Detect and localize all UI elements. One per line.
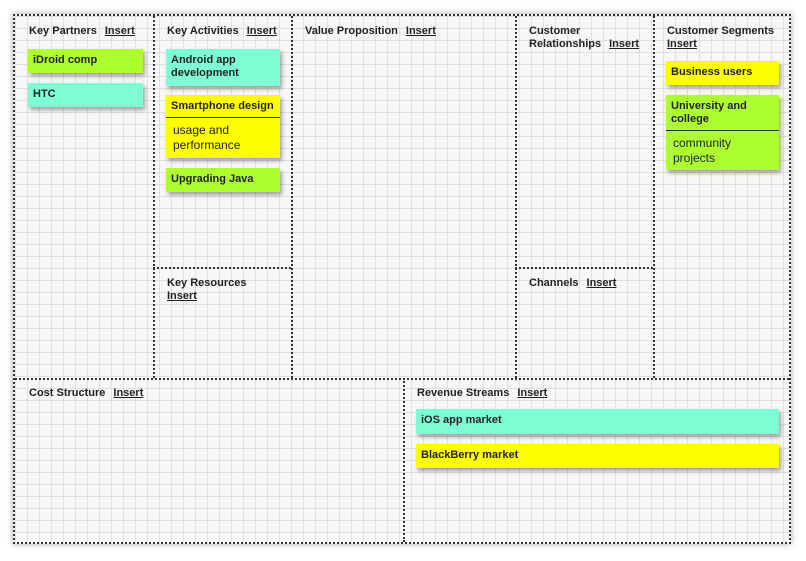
sticky-note-ios[interactable]: iOS app market [416, 409, 779, 434]
section-title: Key Activities [167, 25, 239, 37]
insert-link[interactable]: Insert [609, 38, 640, 50]
key-resources-header: Key Resources Insert [167, 277, 267, 303]
insert-link[interactable]: Insert [167, 290, 197, 302]
divider [153, 16, 155, 378]
customer-segments-header: Customer Segments Insert [667, 25, 774, 51]
section-title: Cost Structure [29, 387, 106, 399]
note-text: iDroid comp [33, 54, 98, 66]
section-title: Channels [529, 277, 579, 289]
note-text: HTC [33, 88, 56, 100]
note-text: Android app development [171, 54, 239, 79]
section-title: Value Proposition [305, 25, 398, 37]
sticky-note-htc[interactable]: HTC [28, 83, 143, 107]
section-title: Customer Relationships [529, 25, 602, 50]
divider [291, 16, 293, 378]
note-subtext: usage and performance [166, 117, 280, 153]
section-title: Key Partners [29, 25, 97, 37]
note-text: Smartphone design [171, 100, 274, 112]
channels-header: Channels Insert [529, 277, 616, 290]
insert-link[interactable]: Insert [246, 25, 277, 37]
sticky-note-idroid[interactable]: iDroid comp [28, 49, 143, 73]
section-title: Customer Segments [667, 25, 774, 37]
sticky-note-business[interactable]: Business users [666, 61, 779, 85]
key-partners-header: Key Partners Insert [29, 25, 135, 38]
note-text: University and college [671, 100, 747, 125]
insert-link[interactable]: Insert [405, 25, 436, 37]
section-title: Key Resources [167, 277, 247, 289]
insert-link[interactable]: Insert [113, 387, 144, 399]
cost-structure-header: Cost Structure Insert [29, 387, 143, 400]
note-text: Upgrading Java [171, 173, 254, 185]
note-text: BlackBerry market [421, 449, 519, 461]
section-title: Revenue Streams [417, 387, 510, 399]
divider [515, 267, 653, 269]
divider [153, 267, 291, 269]
note-text: Business users [671, 66, 753, 78]
value-proposition-header: Value Proposition Insert [305, 25, 436, 38]
sticky-note-smartphone[interactable]: Smartphone design usage and performance [166, 95, 280, 158]
insert-link[interactable]: Insert [104, 25, 135, 37]
revenue-streams-header: Revenue Streams Insert [417, 387, 547, 400]
insert-link[interactable]: Insert [517, 387, 548, 399]
divider [403, 378, 405, 542]
sticky-note-blackberry[interactable]: BlackBerry market [416, 444, 779, 468]
note-text: iOS app market [421, 414, 502, 426]
divider [15, 378, 789, 380]
sticky-note-android[interactable]: Android app development [166, 49, 280, 86]
sticky-note-university[interactable]: University and college community project… [666, 95, 779, 170]
divider [653, 16, 655, 378]
note-subtext: community projects [666, 130, 779, 166]
insert-link[interactable]: Insert [667, 38, 697, 50]
sticky-note-java[interactable]: Upgrading Java [166, 168, 280, 192]
key-activities-header: Key Activities Insert [167, 25, 277, 38]
divider [515, 16, 517, 378]
insert-link[interactable]: Insert [586, 277, 617, 289]
